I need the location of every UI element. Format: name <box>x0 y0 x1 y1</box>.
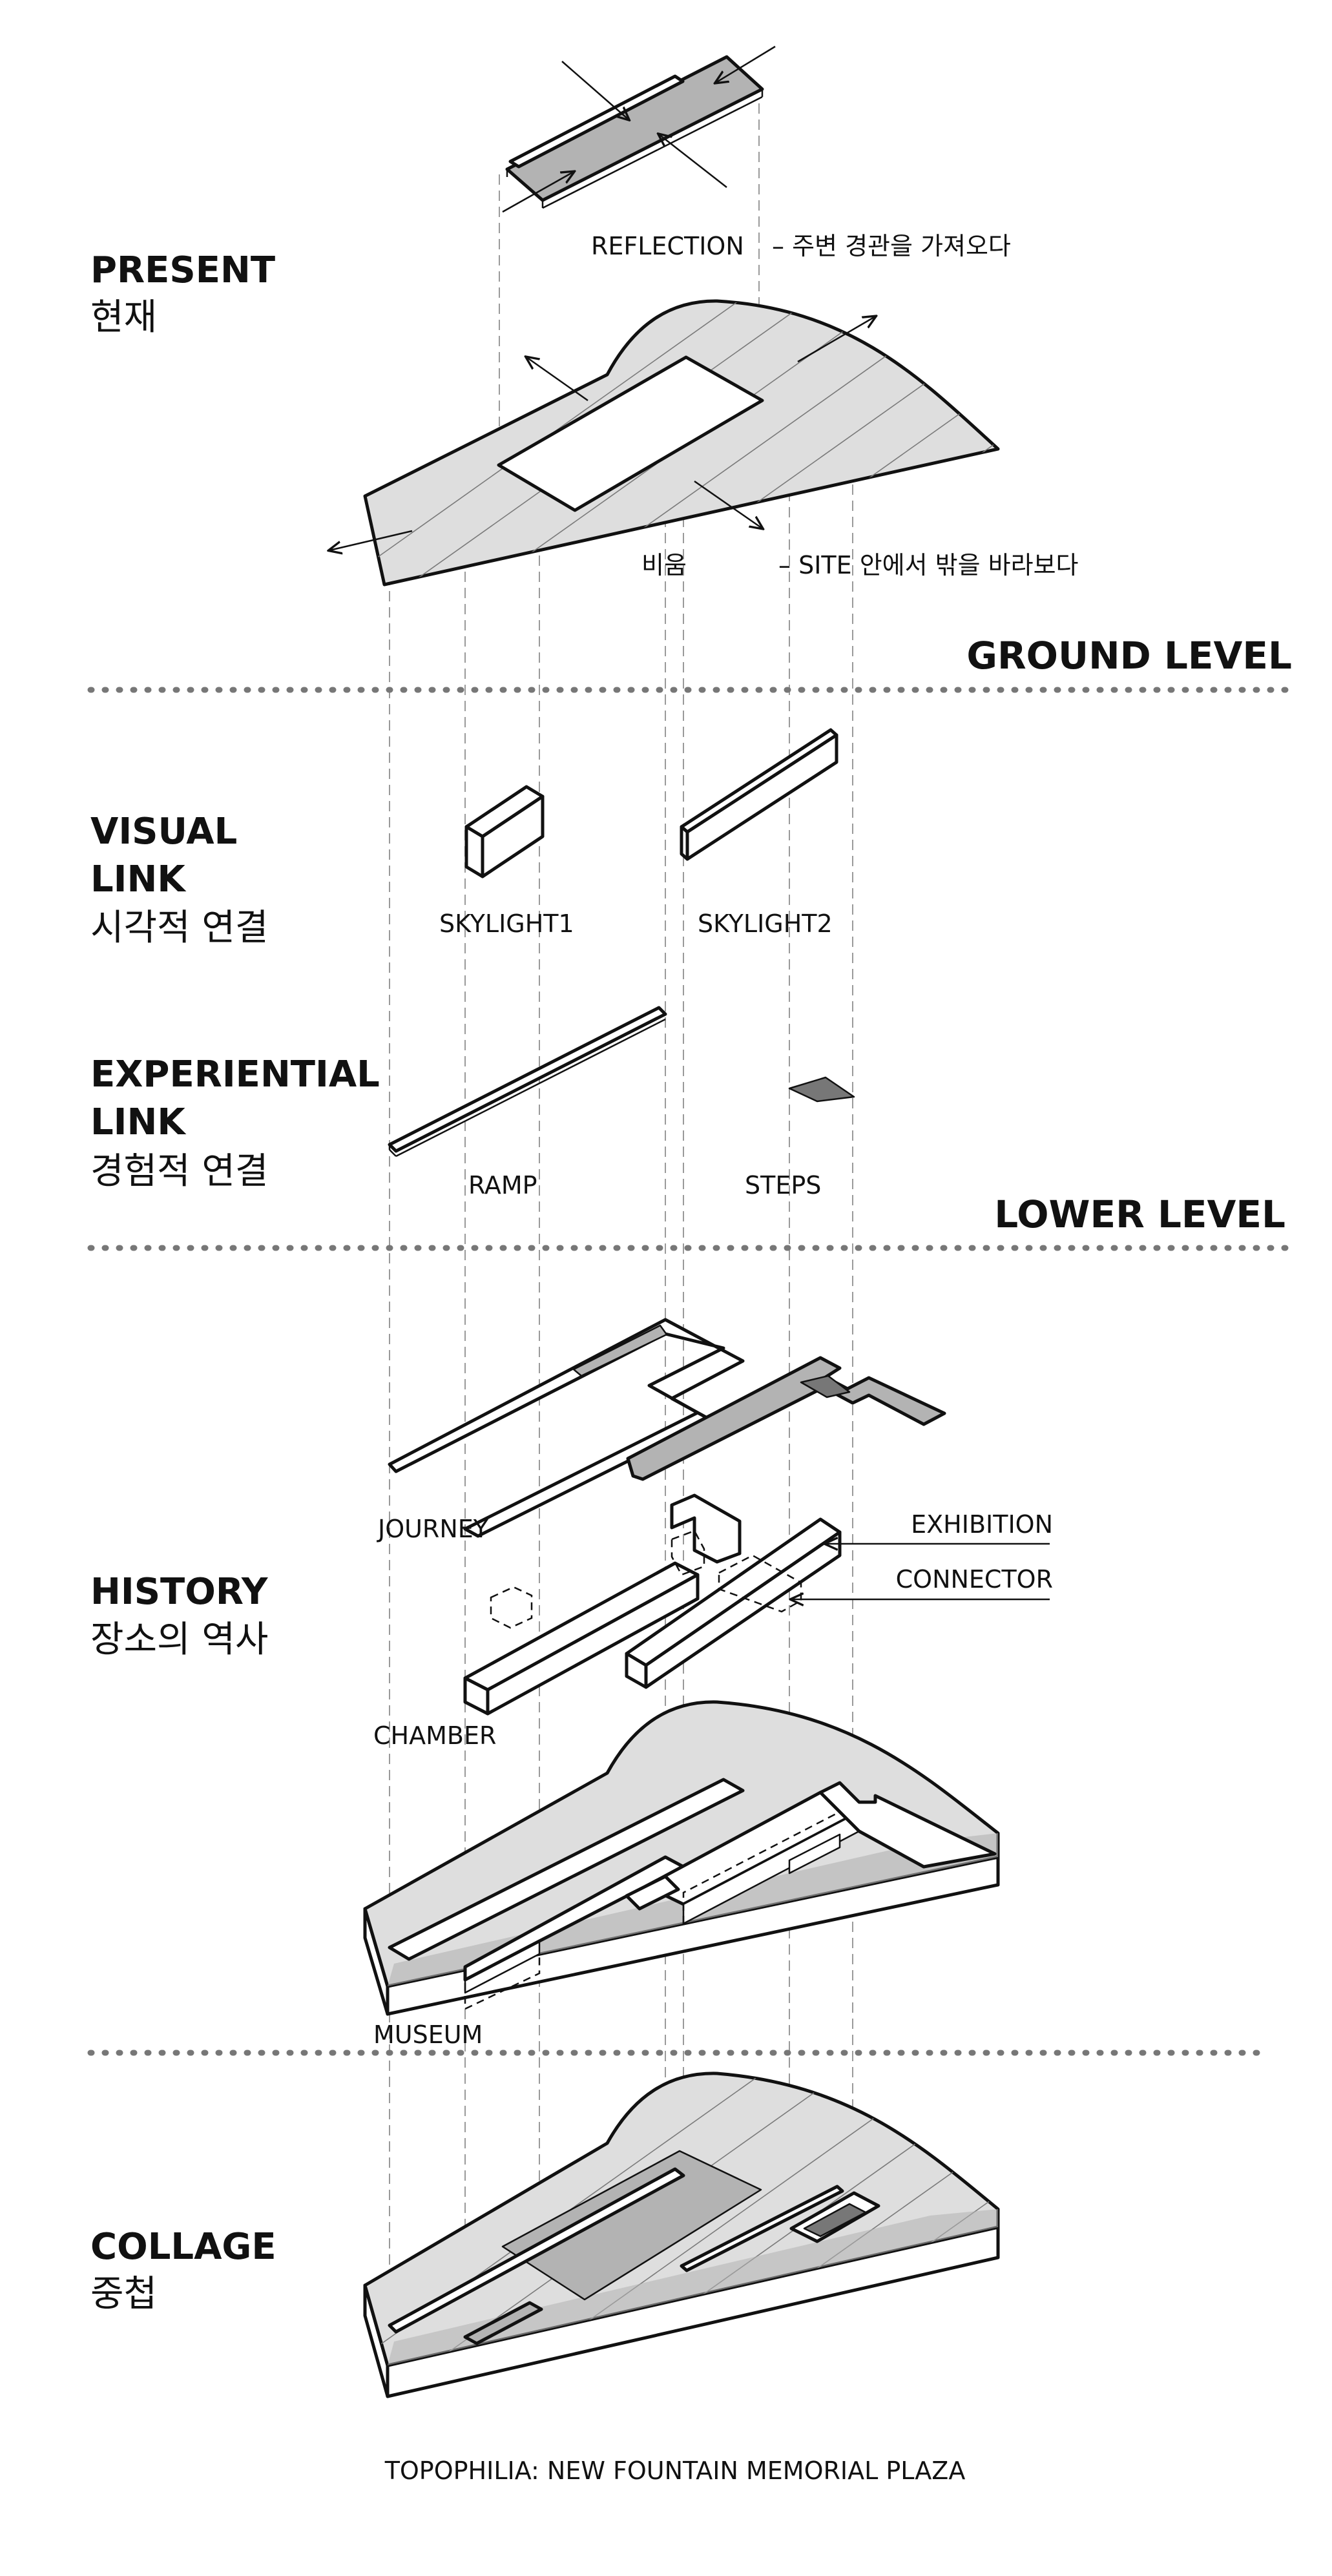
skylight2-label: SKYLIGHT2 <box>698 909 833 938</box>
reflection-label: REFLECTION <box>591 232 744 260</box>
exhibition-label: EXHIBITION <box>911 1510 1053 1539</box>
level-labels: GROUND LEVEL LOWER LEVEL <box>966 634 1292 1236</box>
journey-path <box>388 1318 946 1538</box>
skylight1-box <box>464 785 545 878</box>
void-arrow-se <box>694 480 762 528</box>
journey-label: JOURNEY <box>377 1515 489 1543</box>
visual-link-heading-ko: 시각적 연결 <box>90 907 268 949</box>
exhibition-volumes <box>463 1493 842 1716</box>
ground-plaza <box>329 299 1000 587</box>
ramp-label: RAMP <box>468 1171 537 1200</box>
skylight2-box <box>680 728 838 861</box>
steps-plane <box>788 1076 855 1103</box>
void-arrow-nw <box>526 357 588 402</box>
reflection-note: – 주변 경관을 가져오다 <box>772 232 1011 260</box>
level-dividers <box>87 687 1295 2056</box>
void-note: – SITE 안에서 밖을 바라보다 <box>778 551 1079 579</box>
reflection-arrow-2 <box>716 45 776 83</box>
reflection-arrow-1 <box>561 61 629 119</box>
museum-base <box>363 1700 1000 2016</box>
history-heading-ko: 장소의 역사 <box>90 1619 268 1661</box>
reflection-plane <box>502 45 776 213</box>
void-arrow-sw <box>329 530 413 550</box>
lower-level-label: LOWER LEVEL <box>994 1192 1285 1236</box>
reflection-arrow-4 <box>659 134 727 188</box>
ground-level-label: GROUND LEVEL <box>966 634 1292 678</box>
present-heading-ko: 현재 <box>90 296 157 338</box>
experiential-link-heading-line1: EXPERIENTIAL <box>90 1054 380 1096</box>
steps-label: STEPS <box>745 1171 821 1200</box>
experiential-link-heading-ko: 경험적 연결 <box>90 1150 268 1192</box>
visual-link-heading-line2: LINK <box>90 858 187 900</box>
present-heading: PRESENT <box>90 249 275 291</box>
collage-void <box>501 2150 762 2301</box>
museum-label: MUSEUM <box>373 2020 483 2049</box>
chamber-label: CHAMBER <box>373 1721 496 1750</box>
collage-base <box>363 2072 1000 2398</box>
collage-heading: COLLAGE <box>90 2226 276 2268</box>
skylight1-label: SKYLIGHT1 <box>439 909 574 938</box>
connector-blocks <box>671 1530 802 1613</box>
visual-link-heading-line1: VISUAL <box>90 811 237 853</box>
experiential-link-heading-line2: LINK <box>90 1101 187 1143</box>
void-arrow-ne <box>797 317 875 363</box>
ramp-slab <box>388 1006 667 1158</box>
chamber-block <box>490 1586 533 1629</box>
drawing-title: TOPOPHILIA: NEW FOUNTAIN MEMORIAL PLAZA <box>384 2457 966 2485</box>
collage-heading-ko: 중첩 <box>90 2273 157 2315</box>
void-label: 비움 <box>641 551 687 579</box>
section-headings: PRESENT 현재 VISUAL LINK 시각적 연결 EXPERIENTI… <box>90 249 380 2315</box>
reflection-arrow-3 <box>502 172 574 213</box>
reflection-slot <box>508 74 685 169</box>
connector-label: CONNECTOR <box>896 1565 1053 1594</box>
history-heading: HISTORY <box>90 1571 269 1613</box>
ground-void <box>497 355 764 512</box>
